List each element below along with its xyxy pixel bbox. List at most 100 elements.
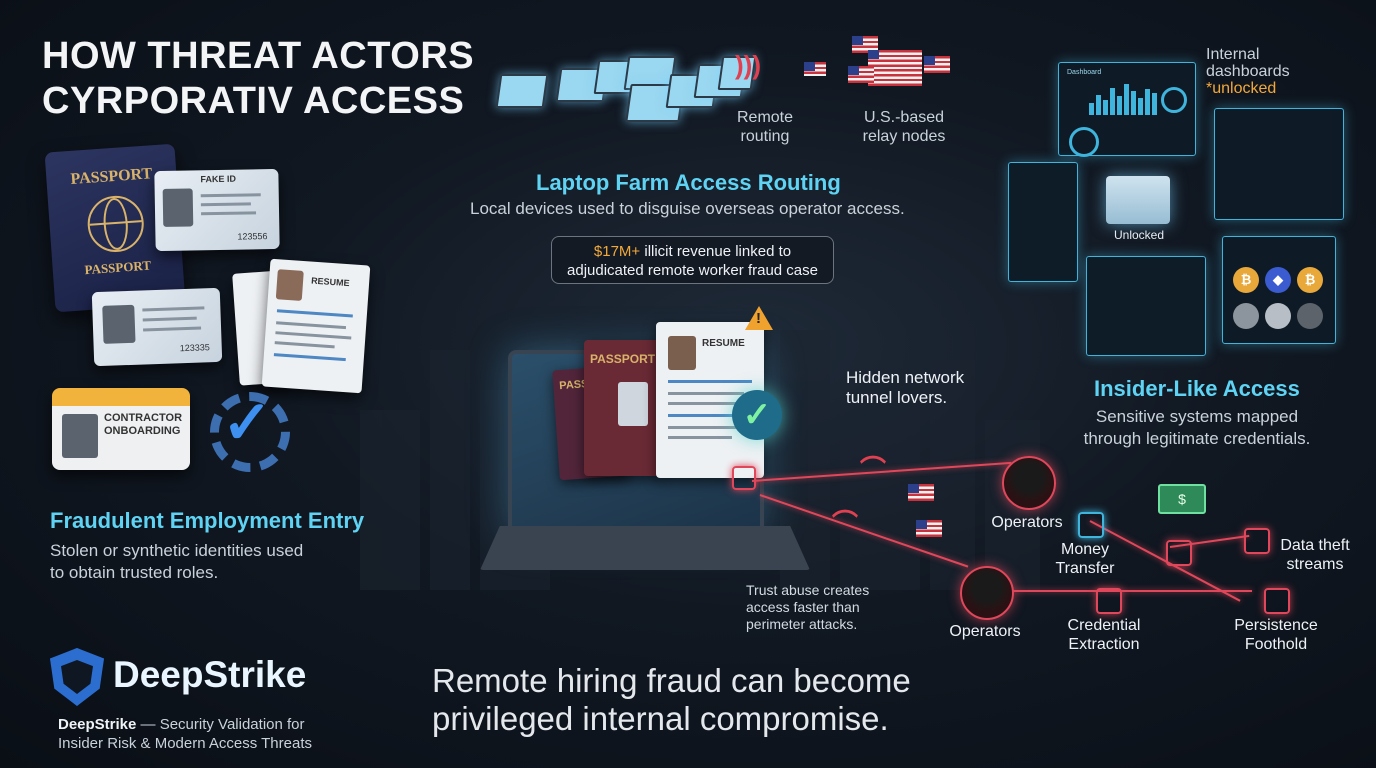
passport-label-bottom: PASSPORT [84,257,152,278]
us-flag-icon [852,36,878,53]
callout-amount: $17M+ [593,243,641,260]
bitcoin-icon: ₿ [1233,267,1259,293]
remote-routing-line-2: routing [740,128,790,145]
operator-avatar-icon [1002,456,1056,510]
title-line-2: CYRPORATIV ACCESS [42,80,465,122]
unlocked-folder-icon [1106,176,1170,224]
us-flag-icon [804,62,826,76]
checkmark-icon: ✓ [222,389,273,456]
tagline-line-2: privileged internal compromise. [432,700,889,737]
credentials-table-panel [1086,256,1206,356]
relay-nodes-label: U.S.-based relay nodes [854,108,954,146]
resume-document: RESUME [261,258,371,394]
donut-chart-icon [1161,87,1187,113]
signal-icon: ))) [735,50,761,80]
data-stream-node-icon [1244,528,1270,554]
dashboard-bar [1096,95,1101,115]
brand-desc-rest: — Security Validation for [136,716,305,733]
credential-line-1: Credential [1067,617,1141,634]
code-panel [1008,162,1078,282]
money-line-1: Money [1060,541,1110,558]
cash-icon: $ [1158,484,1206,514]
hidden-tunnel-line-1: Hidden network [846,368,965,387]
trust-abuse-note: Trust abuse creates access faster than p… [746,582,869,633]
file-tree-panel [1214,108,1344,220]
operator-avatar-icon [960,566,1014,620]
internal-line-1: Internal [1206,46,1260,63]
network-link [1012,590,1252,592]
bank-node-icon [1078,512,1104,538]
brand-name: DeepStrike [113,654,307,695]
synthetic-id-card: 123335 [91,287,223,367]
crypto-wallet-panel: ₿ ◆ ₿ [1222,236,1336,344]
credential-node-icon [1096,588,1122,614]
us-flag-icon [908,484,934,501]
remote-routing-line-1: Remote [736,109,794,126]
data-line-2: streams [1286,556,1344,573]
fraud-description: Stolen or synthetic identities used to o… [50,540,303,584]
us-map-flag-icon [868,50,922,86]
fake-id-card: FAKE ID 123556 [154,168,280,252]
callout-line-1: $17M+ illicit revenue linked to [552,242,833,261]
internal-dashboards-label: Internal dashboards *unlocked [1206,46,1290,97]
relay-line-1: U.S.-based [863,109,945,126]
id-number: 123335 [179,342,210,354]
lock-node-icon [732,466,756,490]
fake-id-label: FAKE ID [200,173,237,185]
persistence-node-icon [1264,588,1290,614]
operators-label: Operators [949,623,1021,640]
brand-desc-line-1: DeepStrike — Security Validation for [58,715,312,734]
trust-line-3: perimeter attacks. [746,616,858,632]
gauge-icon [1069,127,1099,157]
resume-photo [275,269,304,301]
dashboard-bar-chart [1089,81,1159,121]
badge-photo [62,414,98,458]
id-number: 123556 [237,231,268,242]
wifi-signal-icon: ︵ [860,437,887,467]
passport-photo [618,382,648,426]
trust-line-2: access faster than [746,599,860,615]
coin-icon [1297,303,1323,329]
insider-description: Sensitive systems mapped through legitim… [1072,406,1322,450]
coin-icon: ₿ [1297,267,1323,293]
warning-icon: ! [745,306,773,330]
contractor-onboarding-badge: CONTRACTOR ONBOARDING [52,388,190,470]
id-photo [162,188,194,227]
operators-label: Operators [991,514,1063,531]
money-transfer-label: Money Transfer [1046,540,1124,578]
credential-line-2: Extraction [1068,636,1140,653]
dashboard-bar [1152,93,1157,115]
us-flag-icon [916,520,942,537]
insider-desc-line-2: through legitimate credentials. [1083,429,1311,448]
brand-description: DeepStrike — Security Validation for Ins… [58,715,312,753]
brand-desc-line-2: Insider Risk & Modern Access Threats [58,735,312,752]
verified-check-icon: ✓ [732,390,782,440]
dashboard-bar [1145,89,1150,115]
dashboard-bar [1103,100,1108,115]
badge-line-2: ONBOARDING [104,425,181,437]
wifi-signal-icon: ︵ [832,491,859,521]
insider-desc-line-1: Sensitive systems mapped [1095,407,1299,426]
fraud-desc-line-2: to obtain trusted roles. [50,563,219,582]
tagline: Remote hiring fraud can become privilege… [432,662,911,738]
passport-document: PASSPORT [584,340,662,476]
trust-line-1: Trust abuse creates [746,582,870,598]
dashboard-bar [1138,98,1143,115]
dashboard-panel-label: Dashboard [1067,69,1102,76]
persist-line-1: Persistence [1234,617,1318,634]
dashboard-bar [1117,96,1122,115]
tagline-line-1: Remote hiring fraud can become [432,662,911,699]
passport-document-label: PASSPORT [590,352,656,366]
farm-heading: Laptop Farm Access Routing [536,170,841,195]
title-line-1: HOW THREAT ACTORS [42,35,475,77]
dashboard-bar [1124,84,1129,115]
dashboard-bar [1089,103,1094,115]
us-flag-icon [924,56,950,73]
page-title: HOW THREAT ACTORS CYRPORATIV ACCESS [42,34,474,124]
dashboard-bar [1131,91,1136,115]
relay-line-2: relay nodes [862,128,946,145]
persistence-label: Persistence Foothold [1226,616,1326,654]
remote-routing-label: Remote routing [728,108,802,146]
brand-desc-bold: DeepStrike [58,716,137,733]
us-flag-icon [848,66,874,83]
